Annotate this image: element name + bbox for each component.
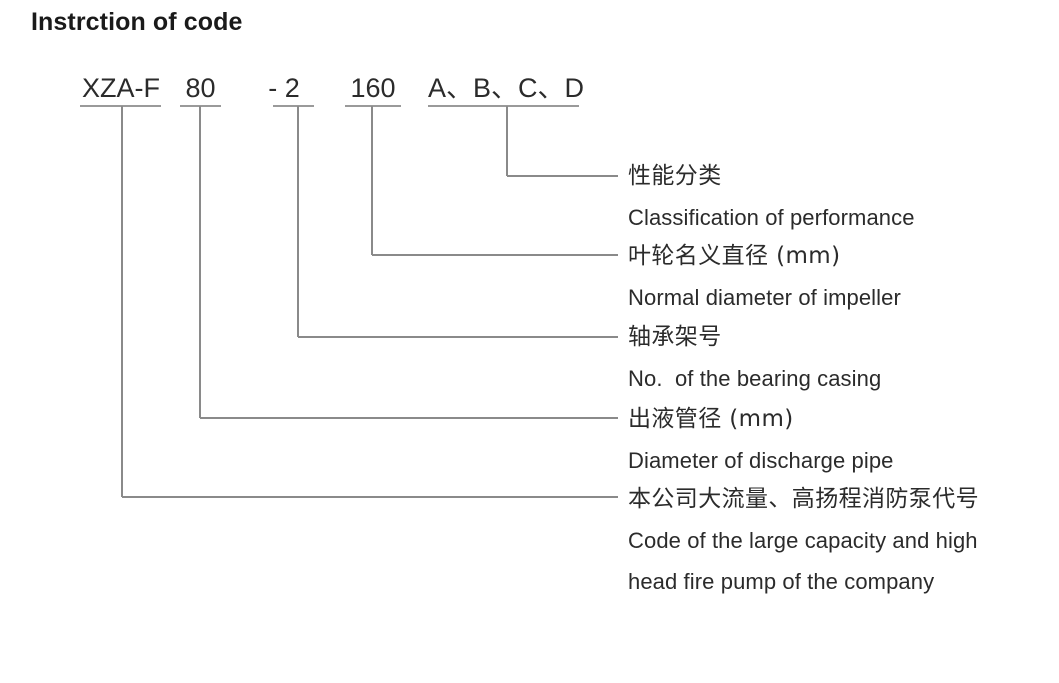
annotation-label-en: head fire pump of the company bbox=[628, 569, 935, 594]
annotation-discharge-pipe-diameter: 出液管径 (mm) Diameter of discharge pipe bbox=[628, 408, 894, 472]
model-code-row: XZA-F 80 - 2 160 A、B、C、D bbox=[0, 72, 620, 106]
annotation-impeller-diameter: 叶轮名义直径 (mm) Normal diameter of impeller bbox=[628, 245, 901, 309]
code-token: 160 bbox=[350, 73, 396, 103]
annotation-company-pump-code: 本公司大流量、高扬程消防泵代号 Code of the large capacit… bbox=[628, 488, 979, 593]
annotation-label-en: No. of the bearing casing bbox=[628, 366, 882, 391]
annotation-label-en: Diameter of discharge pipe bbox=[628, 448, 894, 473]
annotation-label-cn: 本公司大流量、高扬程消防泵代号 bbox=[628, 486, 979, 512]
annotation-label-cn: 轴承架号 bbox=[628, 324, 722, 350]
annotation-bearing-casing-no: 轴承架号 No. of the bearing casing bbox=[628, 326, 881, 390]
code-token: XZA-F bbox=[82, 73, 160, 103]
annotation-label-cn: 出液管径 (mm) bbox=[628, 406, 794, 432]
annotation-label-en: Normal diameter of impeller bbox=[628, 285, 901, 310]
annotation-label-en: Code of the large capacity and high bbox=[628, 528, 978, 553]
code-token: A、B、C、D bbox=[428, 73, 585, 103]
annotation-label-cn: 性能分类 bbox=[628, 163, 722, 189]
code-token: 80 bbox=[185, 73, 216, 103]
code-token: - 2 bbox=[268, 73, 300, 103]
annotation-label-cn: 叶轮名义直径 (mm) bbox=[628, 243, 841, 269]
annotation-performance-classification: 性能分类 Classification of performance bbox=[628, 165, 915, 229]
annotation-label-en: Classification of performance bbox=[628, 205, 915, 230]
page-title: Instrction of code bbox=[31, 8, 243, 36]
